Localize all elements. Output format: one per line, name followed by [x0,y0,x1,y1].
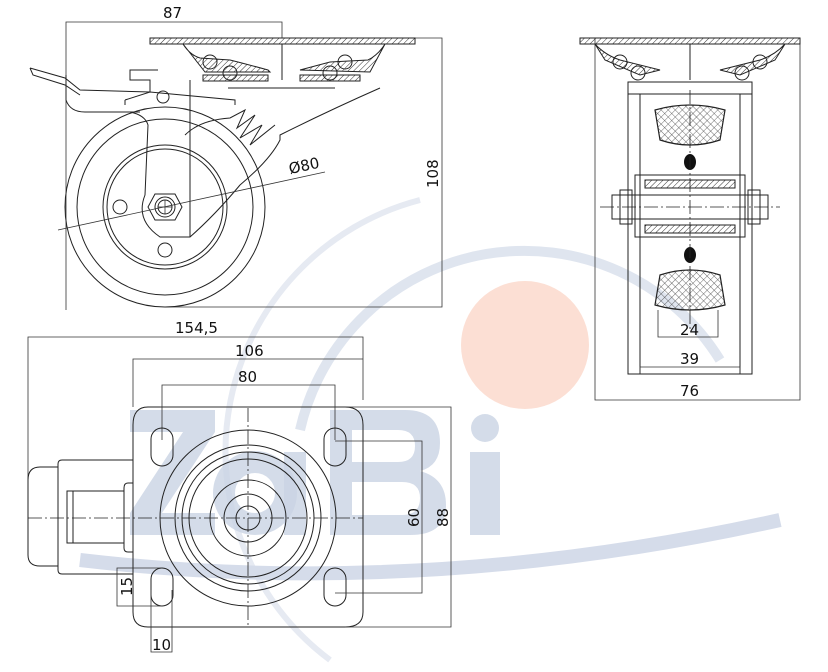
brake-pedal [57,459,133,575]
dim-bolt-spacing-y: 60 [405,508,423,527]
dim-slot-length: 15 [118,577,136,596]
axle-nut [147,193,183,221]
bolt-slot [323,427,347,467]
dim-total-width-76: 76 [680,382,699,400]
dim-slot-width: 10 [152,636,171,654]
bolt-slot [323,567,347,607]
dim-offset-87: 87 [163,4,182,22]
dim-tread-width-24: 24 [680,321,699,339]
dim-height-108: 108 [424,159,442,188]
top-plate [149,37,416,45]
dim-wheel-width-39: 39 [680,350,699,368]
dim-plate-width: 88 [434,508,452,527]
top-view: 154,5 106 80 60 88 15 10 [27,319,452,654]
watermark [79,197,782,663]
wheel-tire [64,106,266,308]
bolt-slot [150,427,174,467]
front-view: 24 39 76 [579,37,801,401]
dim-plate-length: 106 [235,342,264,360]
dim-bolt-spacing-x: 80 [238,368,257,386]
watermark-pink-circle [461,281,589,409]
caster-fork [129,80,381,238]
brake-lever [29,67,158,96]
side-view: 87 108 Ø80 [29,4,443,310]
dim-total-length: 154,5 [175,319,218,337]
